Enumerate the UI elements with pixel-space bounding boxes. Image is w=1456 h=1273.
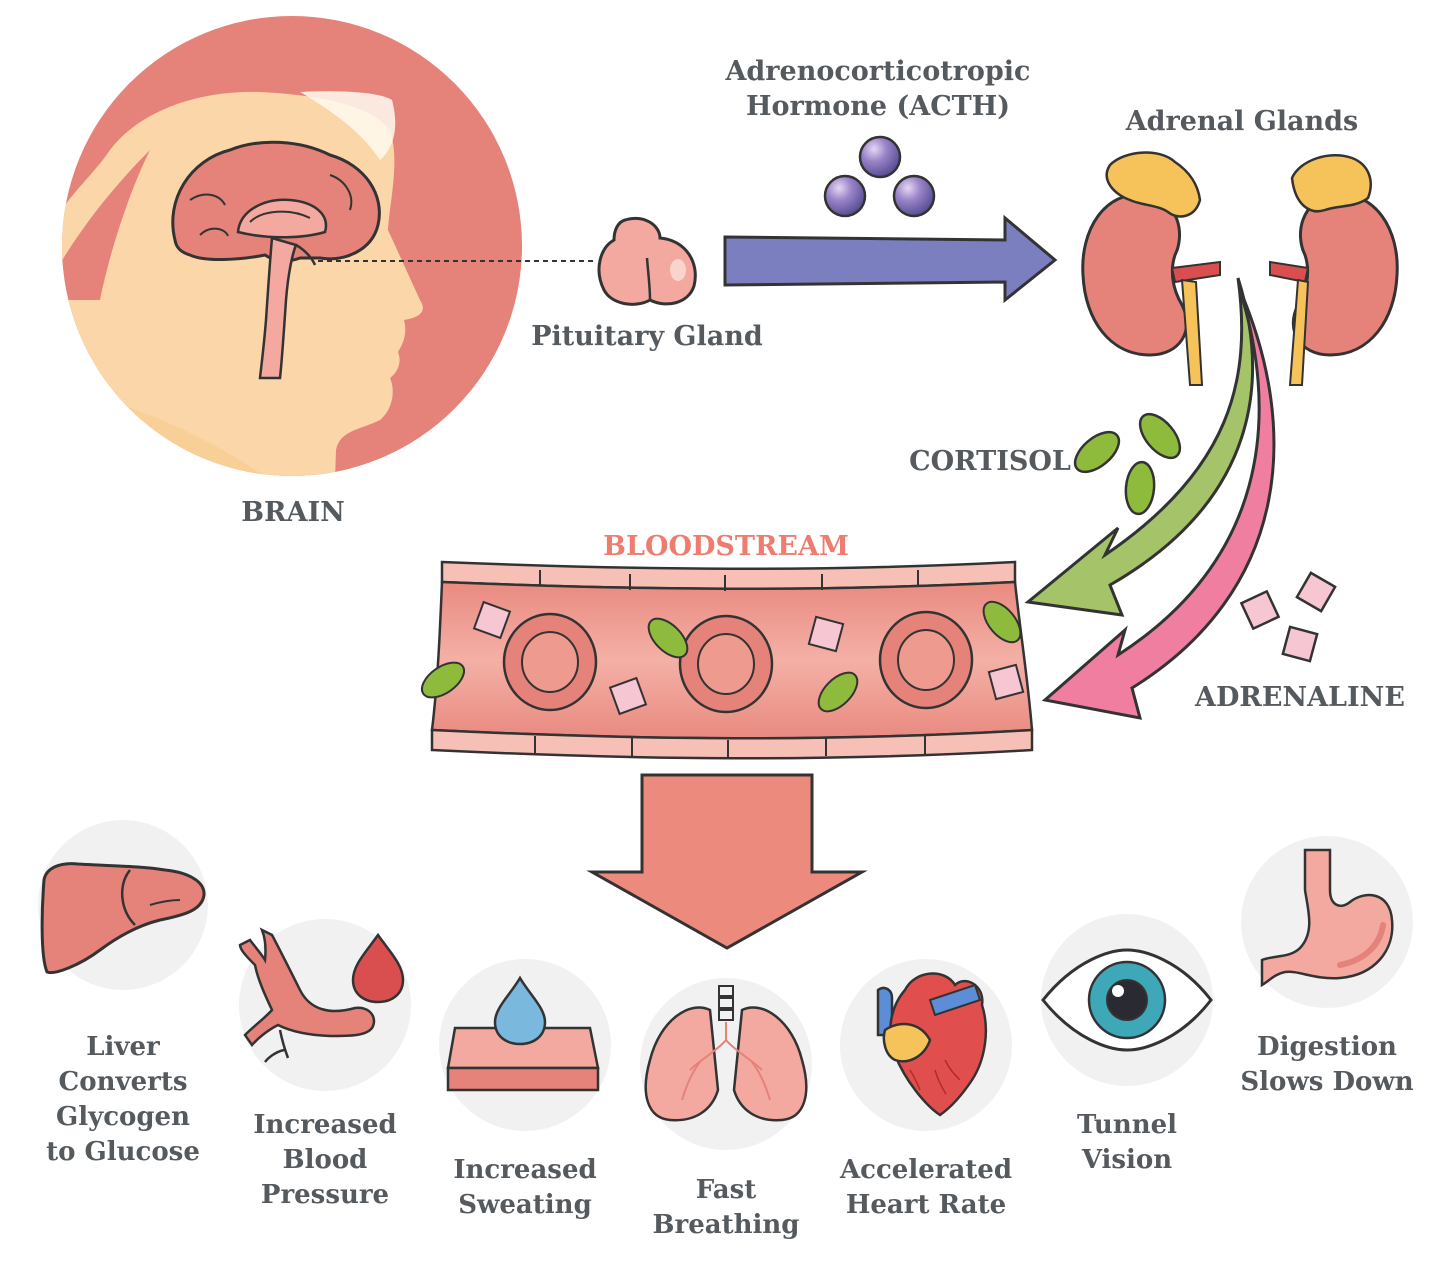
eye-icon: [1041, 948, 1213, 1052]
pituitary-gland-icon: [597, 217, 697, 306]
effect-digestion: Digestion Slows Down: [1240, 836, 1414, 1097]
acth-label-line2: Hormone (ACTH): [746, 91, 1010, 122]
effect-heart-rate-line2: Heart Rate: [846, 1190, 1006, 1220]
effect-breathing-line1: Fast: [696, 1175, 757, 1205]
red-blood-cell-icon: [878, 610, 974, 710]
effect-blood-pressure-line2: Blood: [283, 1145, 368, 1175]
adrenaline-molecules-icon: [1239, 571, 1337, 663]
effect-blood-pressure-line1: Increased: [253, 1110, 396, 1140]
cortisol-arrow: [1024, 277, 1254, 617]
effect-liver: Liver Converts Glycogen to Glucose: [38, 820, 208, 1167]
effect-heart-rate-line1: Accelerated: [839, 1155, 1012, 1185]
effect-sweating-line1: Increased: [453, 1155, 596, 1185]
effect-heart-rate: Accelerated Heart Rate: [839, 959, 1012, 1220]
adrenaline-label: ADRENALINE: [1194, 682, 1405, 713]
kidneys-adrenal-icon: [1081, 151, 1399, 386]
effect-blood-pressure: Increased Blood Pressure: [238, 919, 411, 1210]
effect-sweating: Increased Sweating: [439, 959, 611, 1220]
effect-breathing: Fast Breathing: [640, 978, 812, 1240]
sweat-drop-icon: [446, 975, 600, 1092]
effect-tunnel-vision: Tunnel Vision: [1041, 914, 1213, 1175]
effect-liver-line1: Liver: [86, 1032, 160, 1062]
acth-molecules-icon: [823, 135, 936, 218]
adrenal-glands-label: Adrenal Glands: [1125, 106, 1359, 137]
acth-arrow: [723, 214, 1058, 304]
effect-blood-pressure-line3: Pressure: [261, 1180, 389, 1210]
brain-label: BRAIN: [241, 497, 345, 528]
bloodstream-label: BLOODSTREAM: [603, 531, 849, 562]
stomach-icon: [1260, 848, 1394, 988]
heart-icon: [876, 972, 988, 1117]
head-brain-illustration: [62, 16, 522, 476]
blood-vessel-icon: [238, 927, 376, 1063]
effect-digestion-line1: Digestion: [1257, 1032, 1397, 1062]
blood-vessel-illustration: [420, 560, 1034, 760]
cortisol-label: CORTISOL: [909, 446, 1071, 477]
effect-digestion-line2: Slows Down: [1240, 1067, 1413, 1097]
effect-tunnel-vision-line1: Tunnel: [1077, 1110, 1177, 1140]
red-blood-cell-icon: [502, 612, 598, 712]
cortisol-molecules-icon: [1073, 412, 1182, 516]
effect-sweating-line2: Sweating: [458, 1190, 592, 1220]
blood-drop-icon: [351, 932, 405, 1004]
effect-liver-line3: Glycogen: [56, 1102, 190, 1132]
effects-down-arrow: [586, 773, 868, 950]
pituitary-gland-label: Pituitary Gland: [531, 321, 763, 352]
liver-icon: [40, 862, 206, 975]
lungs-icon: [644, 985, 808, 1122]
adrenaline-arrow: [1041, 289, 1276, 720]
acth-label-line1: Adrenocorticotropic: [724, 56, 1030, 87]
effect-liver-line4: to Glucose: [46, 1137, 200, 1167]
effect-liver-line2: Converts: [59, 1067, 188, 1097]
effect-breathing-line2: Breathing: [653, 1210, 800, 1240]
red-blood-cell-icon: [678, 614, 774, 714]
effect-tunnel-vision-line2: Vision: [1081, 1145, 1172, 1175]
